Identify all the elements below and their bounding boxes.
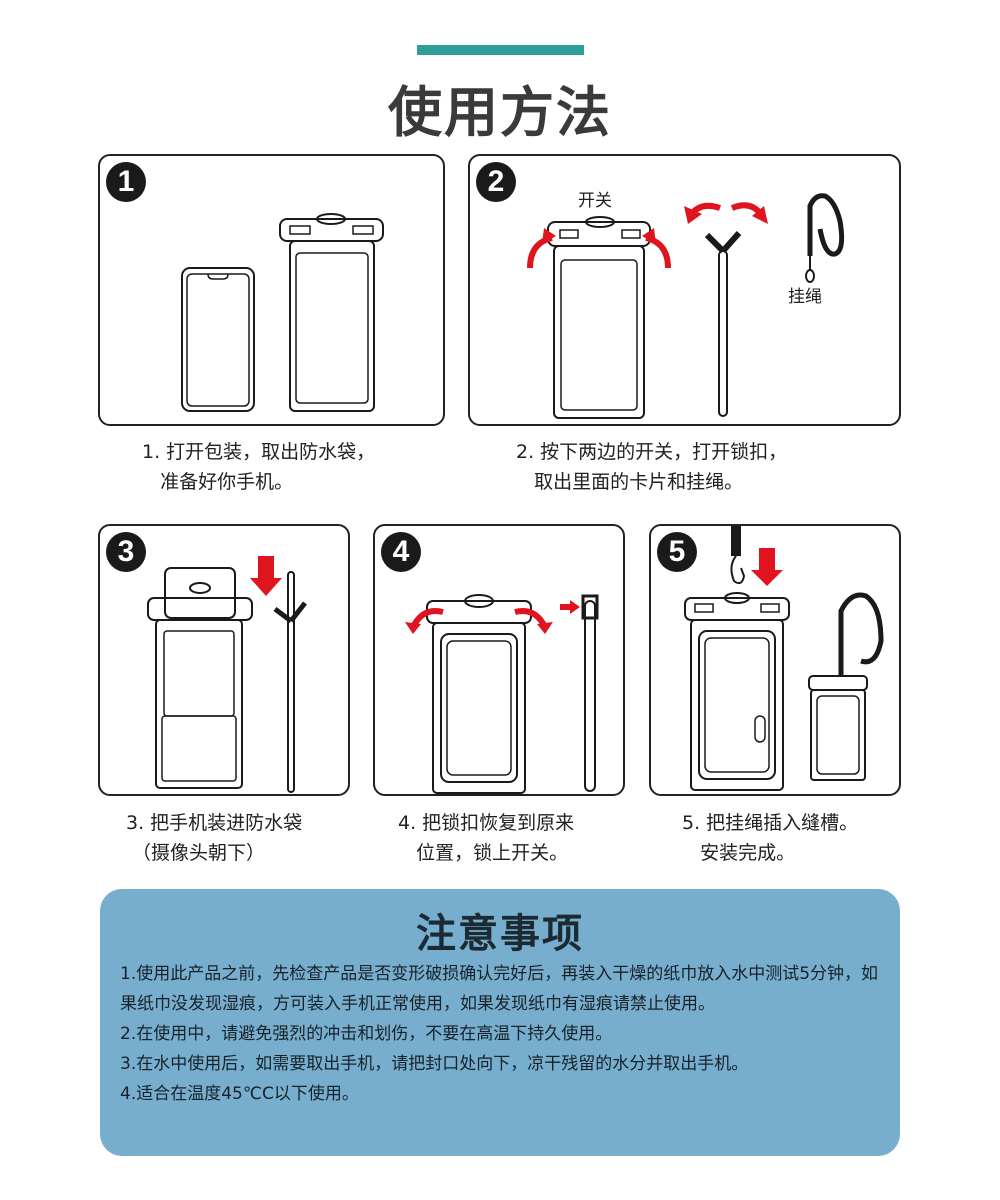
insert-phone-illustration [147,556,307,793]
step-3-caption: 3. 把手机装进防水袋 （摄像头朝下） [126,812,303,864]
step-number-badge: 5 [657,532,697,572]
note-item: 3.在水中使用后，如需要取出手机，请把封口处向下，凉干残留的水分并取出手机。 [120,1054,749,1074]
notes-list: 1.使用此产品之前，先检查产品是否变形破损确认完好后，再装入干燥的纸巾放入水中测… [120,959,890,1109]
switch-label: 开关 [578,191,612,211]
step-number-badge: 3 [106,532,146,572]
step-number-badge: 4 [381,532,421,572]
notes-panel: 注意事项 1.使用此产品之前，先检查产品是否变形破损确认完好后，再装入干燥的纸巾… [100,889,900,1156]
step-4-caption: 4. 把锁扣恢复到原来 位置，锁上开关。 [398,812,575,864]
lock-buckle-illustration [405,594,599,794]
notes-title: 注意事项 [416,911,584,957]
accent-bar [417,45,584,55]
step-3-panel: 3 [98,524,350,796]
lanyard-label: 挂绳 [788,287,822,307]
attach-lanyard-illustration [684,526,884,791]
step-5-panel: 5 [649,524,901,796]
open-pouch-illustration [527,193,845,419]
page-title: 使用方法 [388,81,612,144]
step-1-panel: 1 [98,154,445,426]
note-item: 1.使用此产品之前，先检查产品是否变形破损确认完好后，再装入干燥的纸巾放入水中测… [120,964,879,1014]
step-2-panel: 2 开关 挂绳 [468,154,901,426]
note-item: 2.在使用中，请避免强烈的冲击和划伤，不要在高温下持久使用。 [120,1024,613,1044]
step-1-caption: 1. 打开包装，取出防水袋， 准备好你手机。 [142,441,376,493]
phone-and-pouch-illustration [181,213,384,412]
step-number-badge: 2 [476,162,516,202]
step-5-caption: 5. 把挂绳插入缝槽。 安装完成。 [682,812,859,864]
note-item: 4.适合在温度45℃C以下使用。 [120,1084,359,1104]
step-4-panel: 4 [373,524,625,796]
step-2-caption: 2. 按下两边的开关，打开锁扣， 取出里面的卡片和挂绳。 [516,441,788,493]
step-number-badge: 1 [106,162,146,202]
